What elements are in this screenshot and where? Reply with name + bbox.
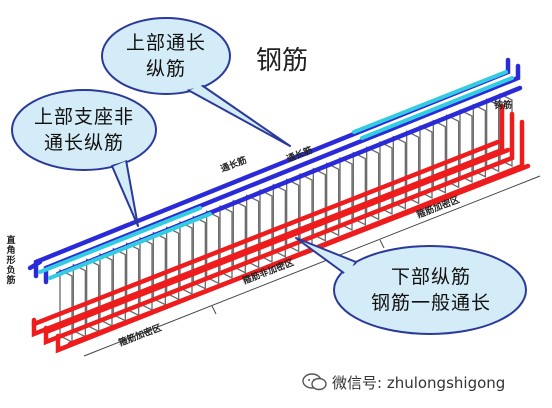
wechat-icon [302, 373, 327, 391]
stirrup [392, 135, 406, 210]
label-goujin: 钩筋 [494, 99, 512, 111]
stirrup [419, 124, 433, 200]
stirrup [406, 130, 420, 205]
stirrup [326, 162, 340, 237]
callout-top-support-text: 上部支座非 通长纵筋 [33, 106, 134, 154]
label-tongchangjin-1: 通长筋 [219, 154, 249, 175]
callout-top-continuous [101, 17, 291, 147]
label-zhijiao-fujin: 直角形负筋 [6, 236, 16, 286]
callout-top-continuous-text: 上部通长 纵筋 [125, 32, 206, 80]
watermark: 微信号: zhulongshigong [302, 372, 505, 393]
callout-bottom [295, 237, 527, 335]
stirrup [472, 103, 486, 178]
stirrup [486, 98, 500, 173]
stirrup [459, 108, 473, 184]
watermark-text: 微信号: zhulongshigong [332, 374, 506, 392]
bottom-bars [31, 103, 531, 354]
stirrup [312, 167, 326, 242]
stirrup [446, 114, 460, 189]
diagram-title: 钢筋 [256, 46, 309, 76]
stirrup [432, 119, 446, 194]
stirrup [366, 146, 380, 221]
stirrup [339, 156, 353, 232]
callout-top-support [11, 89, 157, 227]
callout-bottom-text: 下部纵筋 钢筋一般通长 [370, 266, 491, 314]
stirrup [379, 140, 393, 216]
zone-dimension-line [83, 175, 541, 357]
stirrup [352, 151, 366, 226]
top-support-bars [38, 70, 514, 280]
stirrup [299, 172, 313, 248]
